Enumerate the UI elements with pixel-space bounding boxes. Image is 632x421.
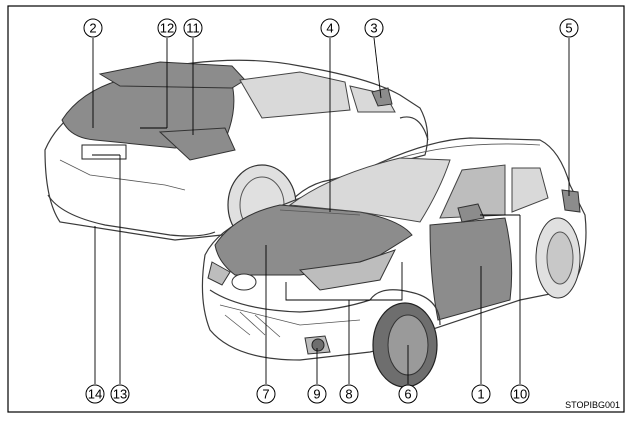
callout-2: 2 bbox=[83, 18, 103, 38]
callout-3: 3 bbox=[364, 18, 384, 38]
callout-1-label: 1 bbox=[477, 387, 484, 402]
callout-6-label: 6 bbox=[404, 387, 411, 402]
callout-10: 10 bbox=[510, 384, 530, 404]
callout-8: 8 bbox=[339, 384, 359, 404]
callout-7-label: 7 bbox=[262, 387, 269, 402]
callout-3-label: 3 bbox=[370, 21, 377, 36]
callout-14: 14 bbox=[85, 384, 105, 404]
figure-code: STOPIBG001 bbox=[565, 400, 620, 410]
callout-8-label: 8 bbox=[345, 387, 352, 402]
callout-12-label: 12 bbox=[160, 21, 174, 36]
callout-10-label: 10 bbox=[513, 387, 527, 402]
callout-1: 1 bbox=[471, 384, 491, 404]
callout-6: 6 bbox=[398, 384, 418, 404]
callout-7: 7 bbox=[256, 384, 276, 404]
callout-14-label: 14 bbox=[88, 387, 102, 402]
callout-5-label: 5 bbox=[565, 21, 572, 36]
callout-11: 11 bbox=[183, 18, 203, 38]
leader-lines bbox=[92, 37, 570, 384]
callout-5: 5 bbox=[559, 18, 579, 38]
front-door bbox=[429, 217, 513, 321]
callout-9-label: 9 bbox=[313, 387, 320, 402]
callout-13-label: 13 bbox=[113, 387, 127, 402]
callout-12: 12 bbox=[157, 18, 177, 38]
callout-2-label: 2 bbox=[89, 21, 96, 36]
callout-13: 13 bbox=[110, 384, 130, 404]
callout-4: 4 bbox=[320, 18, 340, 38]
callout-11-label: 11 bbox=[186, 21, 200, 36]
callout-4-label: 4 bbox=[326, 21, 333, 36]
callout-9: 9 bbox=[307, 384, 327, 404]
